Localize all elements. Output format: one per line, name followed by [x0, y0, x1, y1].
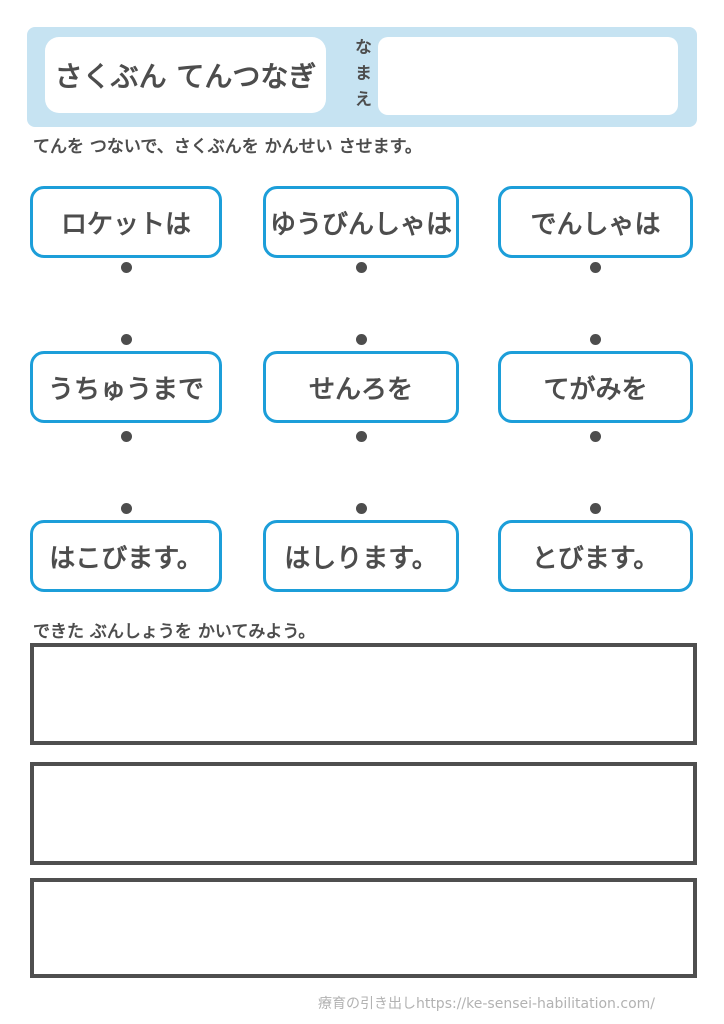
- word-card-letter: てがみを: [498, 351, 693, 423]
- word-card-label: ロケットは: [60, 209, 191, 240]
- writing-prompt: できた ぶんしょうを かいてみよう。: [33, 622, 316, 642]
- name-input-box[interactable]: [378, 37, 678, 115]
- footer-credit: 療育の引き出しhttps://ke-sensei-habilitation.co…: [317, 996, 655, 1012]
- word-card-train: でんしゃは: [498, 186, 693, 258]
- title-box: さくぶん てんつなぎ: [45, 37, 326, 113]
- word-card-label: はしります。: [284, 543, 438, 574]
- page-title: さくぶん てんつなぎ: [54, 60, 317, 93]
- connector-dot[interactable]: [121, 503, 132, 514]
- word-card-label: せんろを: [308, 374, 413, 405]
- connector-dot[interactable]: [590, 334, 601, 345]
- connector-dot[interactable]: [590, 503, 601, 514]
- writing-box-3[interactable]: [30, 878, 697, 978]
- connector-dot[interactable]: [121, 262, 132, 273]
- connector-dot[interactable]: [590, 431, 601, 442]
- writing-box-1[interactable]: [30, 643, 697, 745]
- writing-box-2[interactable]: [30, 762, 697, 865]
- connector-dot[interactable]: [356, 334, 367, 345]
- connector-dot[interactable]: [121, 431, 132, 442]
- word-card-space: うちゅうまで: [30, 351, 222, 423]
- word-card-label: とびます。: [531, 543, 660, 574]
- connector-dot[interactable]: [590, 262, 601, 273]
- word-card-mailtruck: ゆうびんしゃは: [263, 186, 459, 258]
- connector-dot[interactable]: [356, 431, 367, 442]
- word-card-fly: とびます。: [498, 520, 693, 592]
- word-card-label: てがみを: [543, 374, 648, 405]
- word-card-label: でんしゃは: [530, 209, 661, 240]
- connector-dot[interactable]: [356, 262, 367, 273]
- name-label: なまえ: [351, 38, 371, 116]
- header-band: さくぶん てんつなぎ なまえ: [27, 27, 697, 127]
- connector-dot[interactable]: [121, 334, 132, 345]
- word-card-label: はこびます。: [49, 543, 203, 574]
- instruction-text: てんを つないで、さくぶんを かんせい させます。: [33, 137, 422, 157]
- word-card-label: ゆうびんしゃは: [269, 209, 452, 240]
- word-card-rails: せんろを: [263, 351, 459, 423]
- word-card-run: はしります。: [263, 520, 459, 592]
- connector-dot[interactable]: [356, 503, 367, 514]
- word-card-carry: はこびます。: [30, 520, 222, 592]
- word-card-label: うちゅうまで: [47, 374, 204, 405]
- word-card-rocket: ロケットは: [30, 186, 222, 258]
